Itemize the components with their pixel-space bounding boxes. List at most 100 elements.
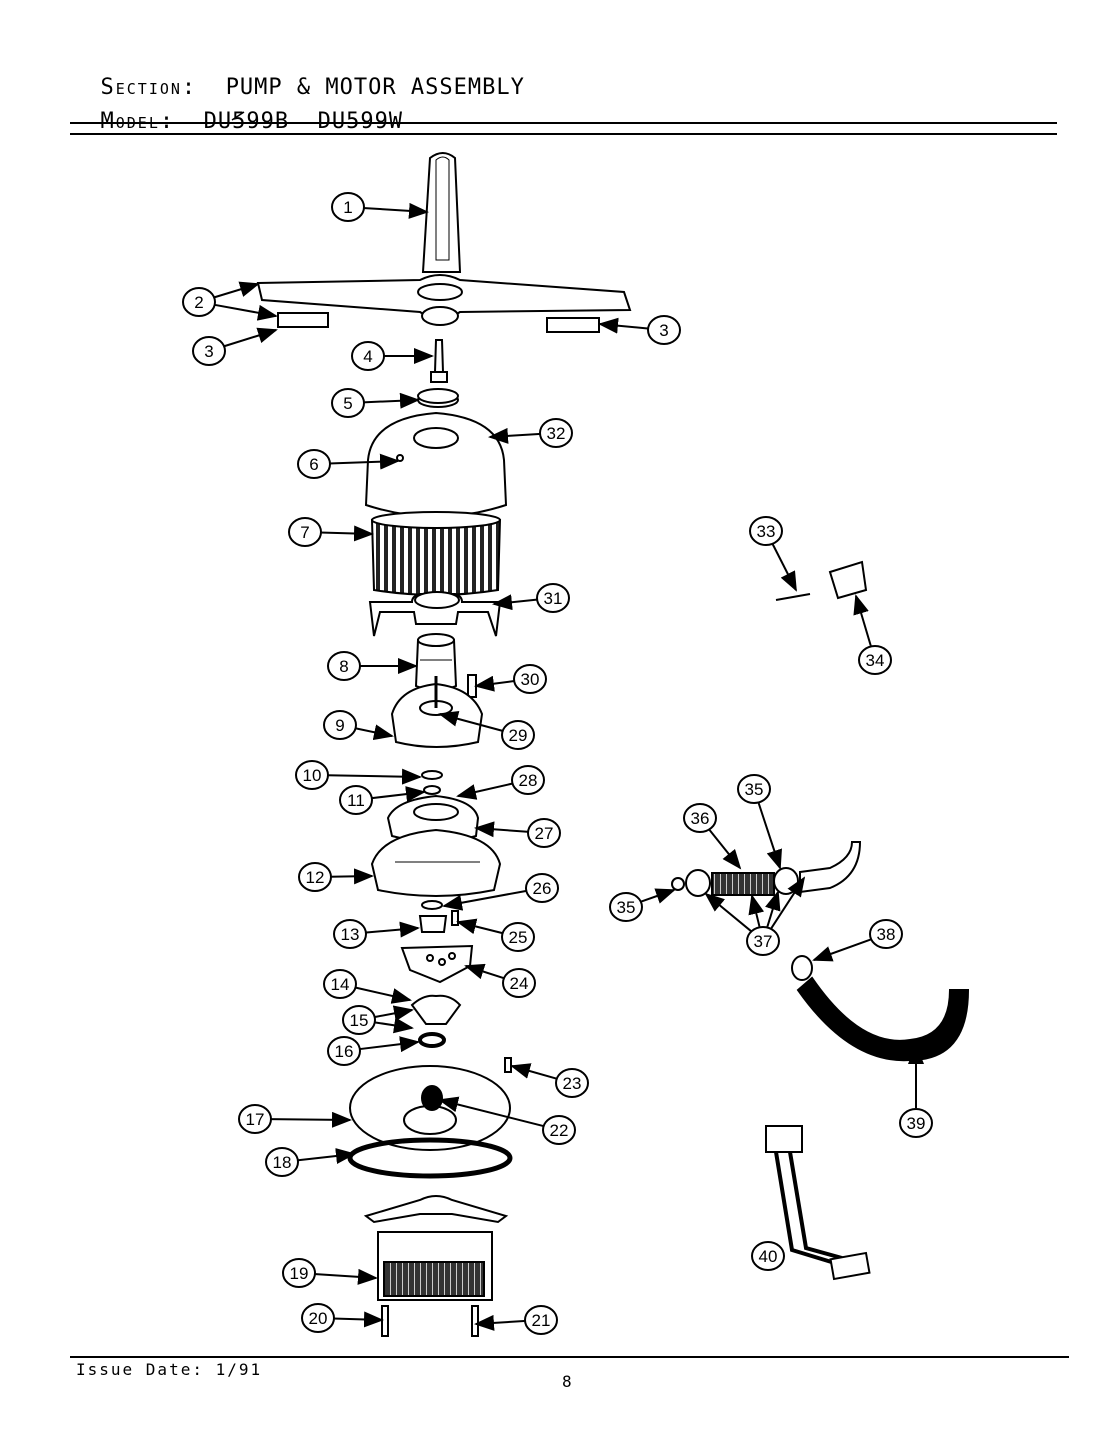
leader-line [771,543,797,592]
callout-number: 6 [309,455,318,474]
callout-circle [525,873,559,903]
callout-circle [192,336,226,366]
callout-number: 21 [532,1311,551,1330]
callout-circle [327,1036,361,1066]
callout-19: 19 [282,1258,378,1288]
callout-35: 35 [609,888,676,922]
callout-number: 26 [533,879,552,898]
callout-circle [527,818,561,848]
leader-line [362,202,429,219]
callout-number: 13 [341,925,360,944]
callout-number: 2 [194,293,203,312]
callout-number: 10 [303,766,322,785]
leader-line [326,768,422,785]
leader-line [770,876,806,929]
part-harness-plug [765,1125,803,1153]
part-drawings [256,152,970,1337]
part-screen [370,519,502,596]
part-harness-connector [829,1251,871,1281]
callout-circle [609,892,643,922]
callout-circle [524,1305,558,1335]
leader-line [332,1311,384,1328]
callout-38: 38 [812,919,903,962]
callout-1: 1 [331,192,429,222]
callout-number: 31 [544,589,563,608]
callout-circle [513,664,547,694]
callout-number: 18 [273,1153,292,1172]
issue-date: Issue Date: 1/91 [76,1360,263,1379]
callout-circle [737,774,771,804]
callout-number: 37 [754,932,773,951]
callout-number: 34 [866,651,885,670]
model-numbers: DU599B DU599W [203,109,404,134]
leader-line [319,525,374,542]
callout-circle [298,862,332,892]
leader-line [598,317,650,334]
callout-number: 24 [510,974,529,993]
callout-circle [858,645,892,675]
callout-15: 15 [342,1005,414,1035]
leader-line [354,724,394,741]
leader-line [438,710,504,733]
section-title: PUMP & MOTOR ASSEMBLY [225,75,525,100]
callout-circle [555,1068,589,1098]
leader-line [456,782,514,800]
part-clip-right [546,317,600,333]
callout-circle [536,583,570,613]
callout-20: 20 [301,1303,384,1333]
part-washer-16 [418,1032,446,1048]
callout-16: 16 [327,1036,420,1066]
callout-14: 14 [323,969,412,1004]
callout-circle [899,1108,933,1138]
leader-line [442,889,528,911]
section-label: Section: [100,75,198,100]
callout-circle [539,418,573,448]
callout-circle [323,969,357,999]
leader-line [474,1314,527,1331]
callout-number: 15 [350,1011,369,1030]
callout-number: 7 [300,523,309,542]
callout-number: 8 [339,657,348,676]
part-base-plate [370,828,502,897]
callout-37: 37 [704,876,806,956]
callout-10: 10 [295,760,422,790]
callout-22: 22 [438,1096,576,1145]
callout-number: 3 [204,342,213,361]
leader-line [757,802,782,870]
part-bolt [433,339,445,373]
part-screw-25 [451,910,459,926]
part-harness-wires [774,1151,843,1266]
leader-line [313,1268,378,1285]
callout-32: 32 [488,418,573,448]
callout-23: 23 [510,1063,589,1098]
callout-number: 22 [550,1121,569,1140]
leader-line [296,1148,356,1164]
callout-circle [746,926,780,956]
callout-39: 39 [899,1044,933,1138]
leader-line [362,392,420,409]
callout-17: 17 [238,1104,352,1134]
callout-number: 16 [335,1042,354,1061]
part-housing [368,593,502,637]
part-drain-hose [796,976,970,1062]
callout-31: 31 [492,583,570,613]
leader-line [373,1017,414,1034]
leader-line [464,963,506,980]
callout-21: 21 [474,1305,558,1335]
header-rules [70,111,1057,135]
callout-number: 14 [331,975,350,994]
callout-circle [282,1258,316,1288]
leader-line [358,1036,420,1053]
callout-36: 36 [683,803,742,870]
part-screw-20 [381,1305,389,1337]
leader-line [329,868,374,885]
leader-line [364,921,420,938]
leader-line [812,938,873,962]
callout-11: 11 [339,785,426,815]
callout-number: 5 [343,394,352,413]
leader-line [269,1111,352,1128]
part-screw-33 [775,593,811,601]
part-washer-10 [421,770,443,780]
part-clip-left [277,312,329,328]
